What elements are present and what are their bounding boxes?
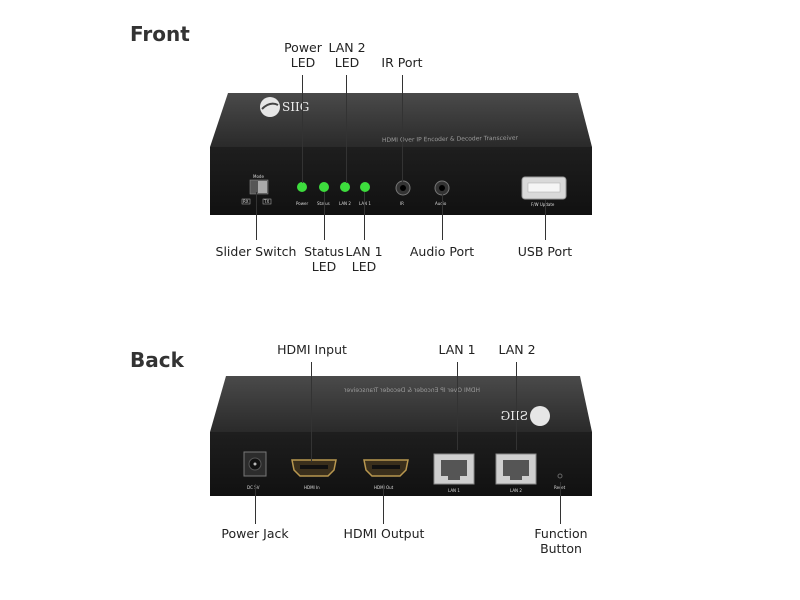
back-brand-text: SIIG [501, 409, 528, 423]
slider-switch-knob[interactable] [258, 181, 267, 193]
callout-slider-switch: Slider Switch [215, 244, 297, 259]
dc-label: DC 5V [247, 485, 260, 490]
front-subtitle-text: HDMI Over IP Encoder & Decoder Transceiv… [382, 135, 519, 144]
led-group [297, 182, 370, 192]
front-section-title: Front [130, 22, 190, 46]
lan2-led [340, 182, 350, 192]
power-led [297, 182, 307, 192]
audio-label: Audio [435, 201, 447, 206]
lan2-label: LAN 2 [510, 488, 522, 493]
callout-lan1: LAN 1 [438, 342, 476, 357]
back-subtitle-text: HDMI Over IP Encoder & Decoder Transceiv… [343, 387, 480, 394]
led-label-lan1: LAN 1 [359, 201, 371, 206]
reset-button[interactable] [557, 473, 563, 479]
tx-label: TX [263, 199, 269, 204]
mode-label: Mode [253, 174, 264, 179]
callout-usb-port: USB Port [517, 244, 573, 259]
back-siig-logo-icon [530, 406, 550, 426]
front-brand-text: SIIG [282, 100, 309, 114]
callout-ir-port: IR Port [381, 55, 423, 70]
ir-label: IR [400, 201, 404, 206]
callout-power-jack: Power Jack [221, 526, 289, 541]
rx-label: RX [243, 199, 249, 204]
led-label-power: Power [296, 201, 308, 206]
fw-update-label: F/W Update [531, 202, 555, 207]
callout-hdmi-input: HDMI Input [277, 342, 347, 357]
reset-label: Reset [554, 485, 566, 490]
status-led [319, 182, 329, 192]
callout-lan2: LAN 2 [498, 342, 536, 357]
callout-hdmi-output: HDMI Output [343, 526, 425, 541]
front-device-image: SIIG HDMI Over IP Encoder & Decoder Tran… [210, 93, 592, 215]
back-device-top [210, 376, 592, 432]
front-device-top [210, 93, 592, 147]
back-section-title: Back [130, 348, 184, 372]
siig-logo-icon [260, 97, 280, 117]
led-label-status: Status [317, 201, 330, 206]
lan1-label: LAN 1 [448, 488, 460, 493]
lan1-led [360, 182, 370, 192]
callout-audio-port: Audio Port [409, 244, 475, 259]
back-device-image: HDMI Over IP Encoder & Decoder Transceiv… [210, 376, 592, 496]
led-label-lan2: LAN 2 [339, 201, 351, 206]
hdmi-in-label: HDMI In [304, 485, 320, 490]
